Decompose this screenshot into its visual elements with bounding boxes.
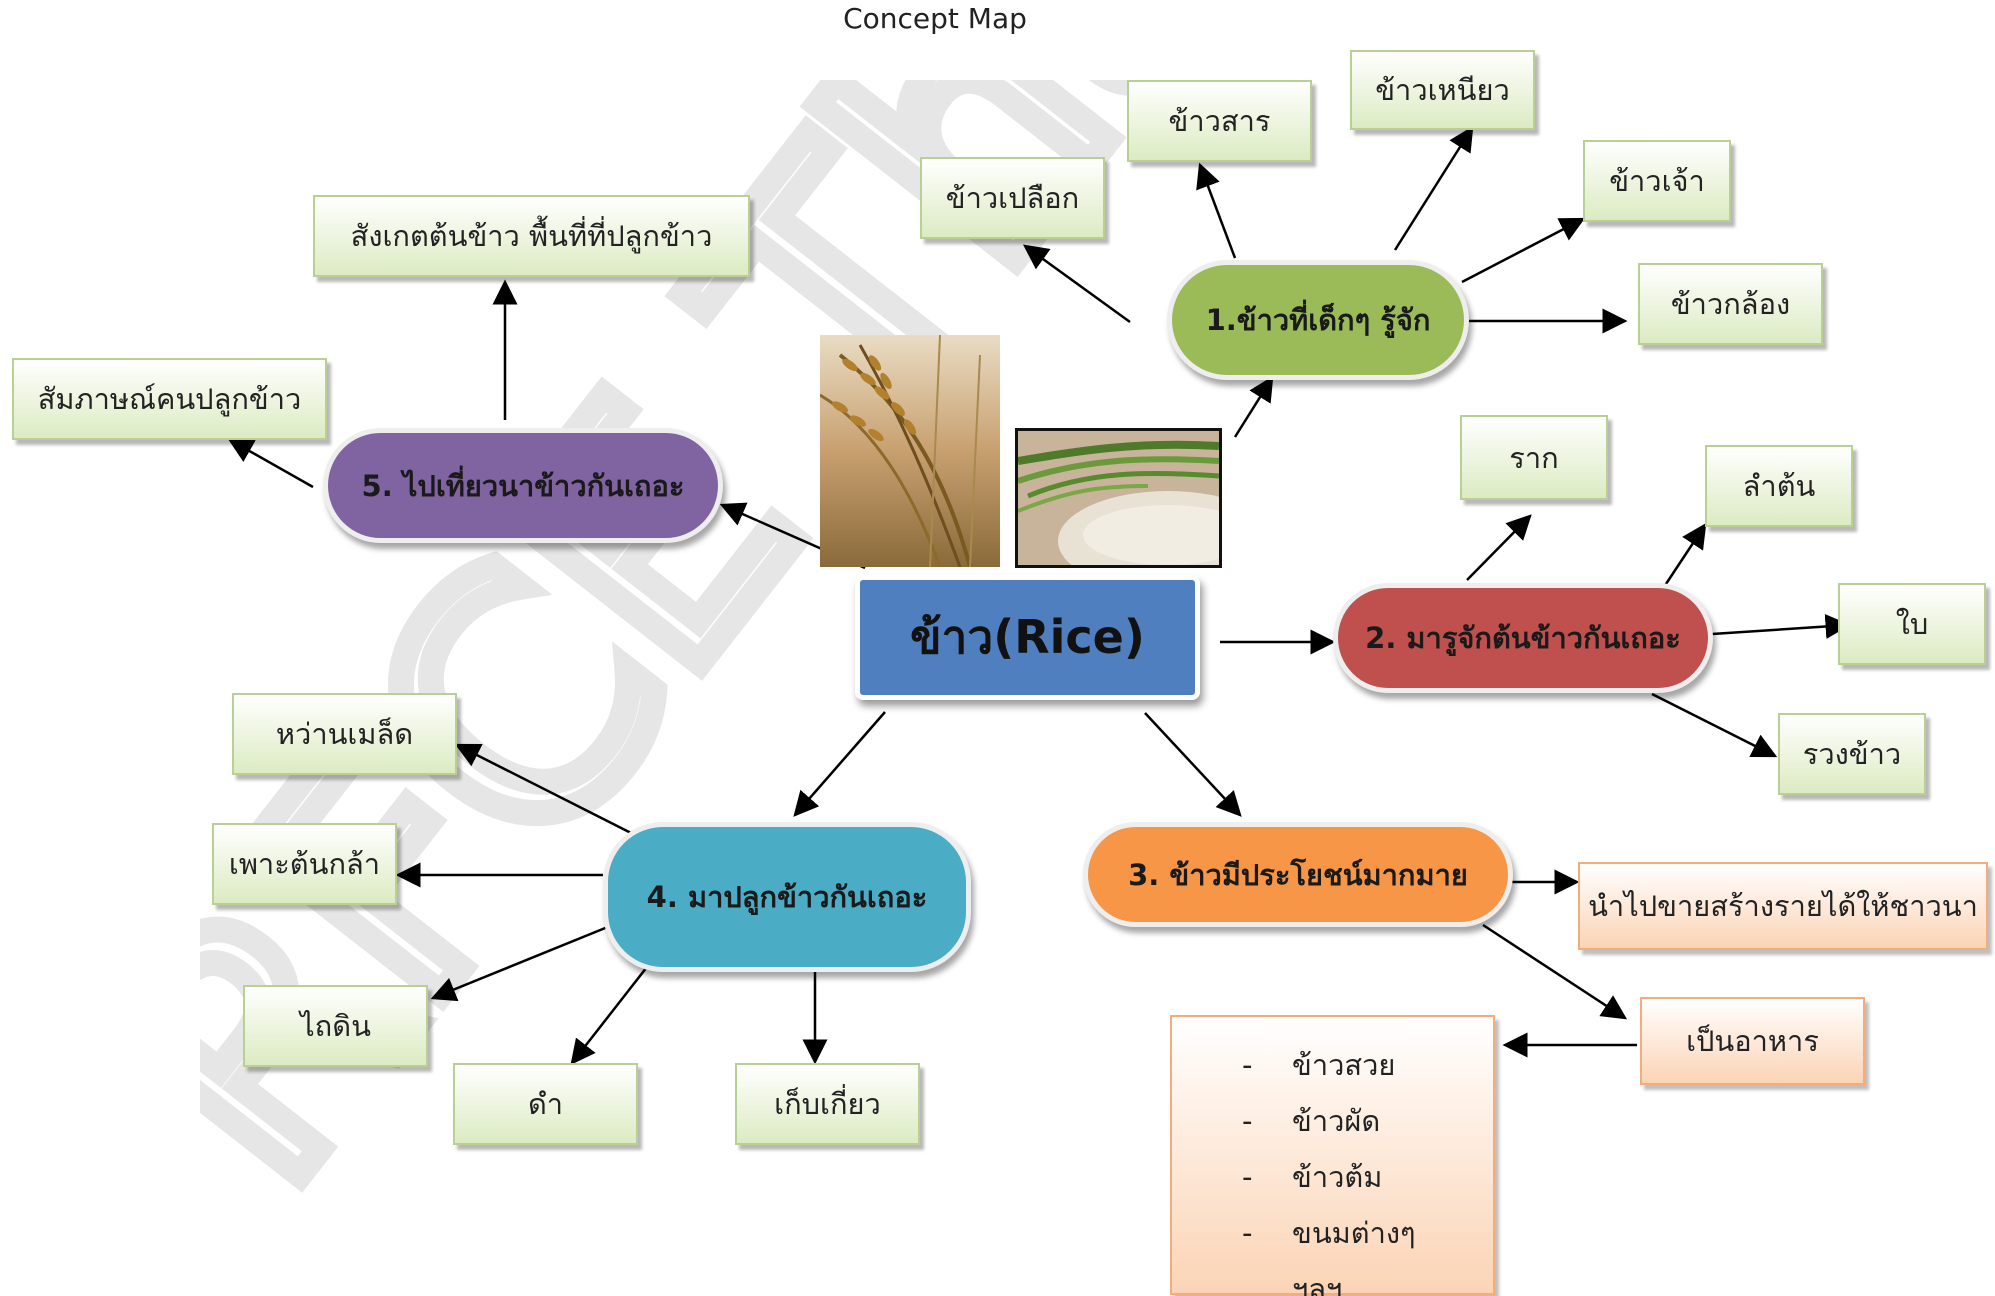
b4-child-4: ดำ (453, 1063, 638, 1145)
branch-5-label: 5. ไปเที่ยวนาข้าวกันเถอะ (361, 468, 685, 503)
food-list-item: ฯลฯ (1292, 1272, 1343, 1296)
b5-child-2: สัมภาษณ์คนปลูกข้าว (12, 358, 327, 440)
arrow-b4-c3 (430, 920, 621, 1002)
branch-1-label: 1.ข้าวที่เด็กๆ รู้จัก (1205, 303, 1431, 337)
arrow-b1-c2 (1196, 162, 1237, 259)
branch-4-node: 4. มาปลูกข้าวกันเถอะ (603, 822, 971, 972)
b1-child-3: ข้าวเหนียว (1350, 50, 1535, 130)
rice-stalk-photo (820, 335, 1000, 567)
food-list-item: -ขนมต่างๆ (1242, 1216, 1416, 1250)
arrow-b1-c3 (1393, 125, 1474, 251)
arrow-b2-c3 (1711, 614, 1851, 639)
b1-child-4: ข้าวเจ้า (1583, 140, 1731, 222)
branch-2-label: 2. มารูจักต้นข้าวกันเถอะ (1365, 621, 1681, 655)
b2-child-2: ลำต้น (1705, 445, 1853, 527)
b4-child-1: หว่านเมล็ด (232, 693, 457, 775)
arrow-b2-c2 (1660, 522, 1707, 591)
branch-3-node: 3. ข้าวมีประโยชน์มากมาย (1083, 822, 1513, 927)
b2-child-3: ใบ (1838, 583, 1986, 665)
b2-child-4: รวงข้าว (1778, 713, 1926, 795)
b5-child-1: สังเกตต้นข้าว พื้นที่ที่ปลูกข้าว (313, 195, 750, 277)
b4-child-3: ไถดิน (243, 985, 428, 1067)
food-list-item: -ข้าวผัด (1242, 1104, 1381, 1138)
b3-child-2: เป็นอาหาร (1640, 997, 1865, 1085)
branch-3-label: 3. ข้าวมีประโยชน์มากมาย (1128, 857, 1468, 892)
arrow-center-b4 (793, 711, 886, 817)
b2-child-1: ราก (1460, 415, 1608, 500)
center-node: ข้าว(Rice) (855, 575, 1200, 700)
b1-child-5: ข้าวกล้อง (1638, 263, 1823, 345)
branch-2-node: 2. มารูจักต้นข้าวกันเถอะ (1333, 583, 1713, 693)
b1-child-1: ข้าวเปลือก (920, 157, 1105, 239)
b3-child-1: นำไปขายสร้างรายได้ให้ชาวนา (1578, 862, 1988, 950)
food-list-item: -ข้าวสวย (1242, 1048, 1396, 1082)
arrow-b4-c1 (454, 743, 636, 837)
branch-5-node: 5. ไปเที่ยวนาข้าวกันเถอะ (323, 428, 723, 543)
food-list-item: -ข้าวต้ม (1242, 1160, 1383, 1194)
b1-child-2: ข้าวสาร (1127, 80, 1312, 162)
arrow-center-b3 (1144, 712, 1242, 817)
b4-child-2: เพาะต้นกล้า (212, 823, 397, 905)
rice-grain-photo (1015, 428, 1222, 568)
arrow-b1-c4 (1461, 217, 1586, 284)
arrow-b5-c2 (227, 438, 314, 489)
food-list: -ข้าวสวย -ข้าวผัด -ข้าวต้ม -ขนมต่างๆ ฯลฯ (1170, 1015, 1495, 1296)
branch-1-node: 1.ข้าวที่เด็กๆ รู้จัก (1167, 260, 1469, 380)
branch-4-label: 4. มาปลูกข้าวกันเถอะ (646, 880, 928, 914)
b4-child-5: เก็บเกี่ยว (735, 1063, 920, 1145)
arrow-b2-c1 (1466, 514, 1532, 581)
arrow-center-b1 (1233, 375, 1274, 438)
arrow-b1-c1 (1022, 244, 1131, 324)
arrow-b2-c4 (1651, 692, 1778, 758)
page-title: Concept Map (843, 2, 1027, 35)
